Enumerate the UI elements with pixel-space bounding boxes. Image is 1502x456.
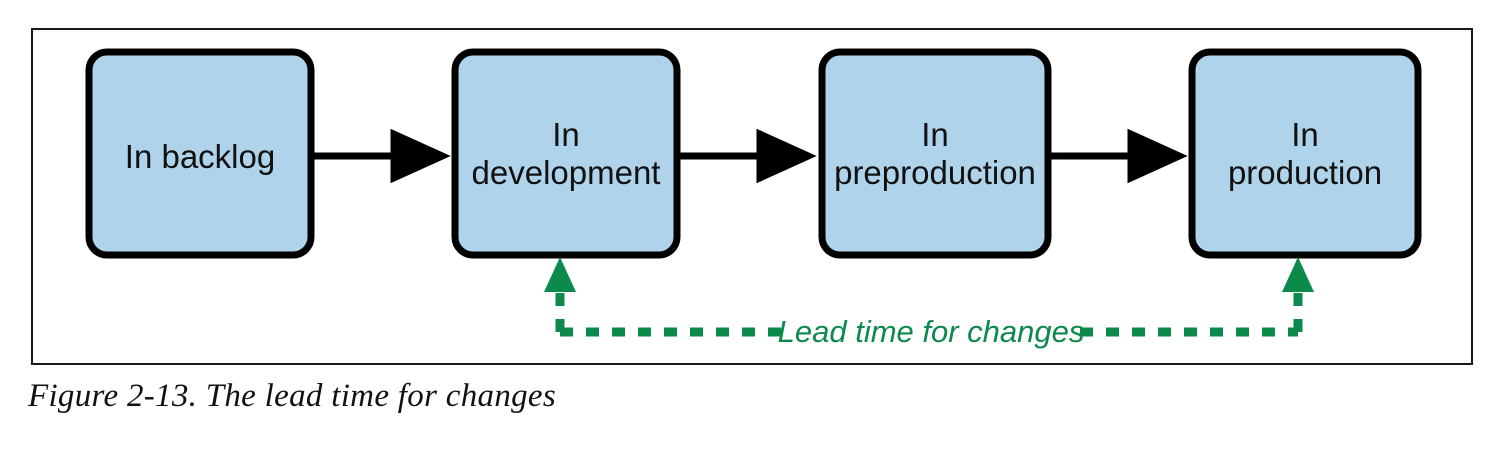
node-in-preproduction-label-line2: preproduction bbox=[834, 154, 1036, 191]
figure-caption: Figure 2-13. The lead time for changes bbox=[28, 378, 557, 414]
node-in-development[interactable]: In development bbox=[451, 48, 681, 259]
flow-diagram: In backlog In development In preproducti… bbox=[85, 48, 1422, 349]
node-in-production-label-line1: In bbox=[1291, 116, 1319, 153]
node-in-production-label-line2: production bbox=[1228, 154, 1382, 191]
figure-frame: In backlog In development In preproducti… bbox=[31, 28, 1473, 365]
lead-time-annotation-label: Lead time for changes bbox=[778, 314, 1085, 349]
node-in-production[interactable]: In production bbox=[1188, 48, 1422, 259]
node-in-production-shape bbox=[1188, 48, 1422, 259]
lead-time-left-arrowhead-icon bbox=[544, 257, 576, 292]
node-in-preproduction[interactable]: In preproduction bbox=[818, 48, 1052, 259]
node-in-backlog[interactable]: In backlog bbox=[85, 48, 315, 259]
lead-time-annotation: Lead time for changes bbox=[544, 257, 1314, 349]
lead-time-right-arrowhead-icon bbox=[1282, 257, 1314, 292]
node-in-development-label-line1: In bbox=[552, 116, 580, 153]
node-in-development-shape bbox=[451, 48, 681, 259]
node-in-development-label-line2: development bbox=[472, 154, 661, 191]
node-in-preproduction-label-line1: In bbox=[921, 116, 949, 153]
node-in-preproduction-shape bbox=[818, 48, 1052, 259]
node-in-backlog-shape bbox=[85, 48, 315, 259]
node-in-backlog-label: In backlog bbox=[125, 138, 275, 175]
